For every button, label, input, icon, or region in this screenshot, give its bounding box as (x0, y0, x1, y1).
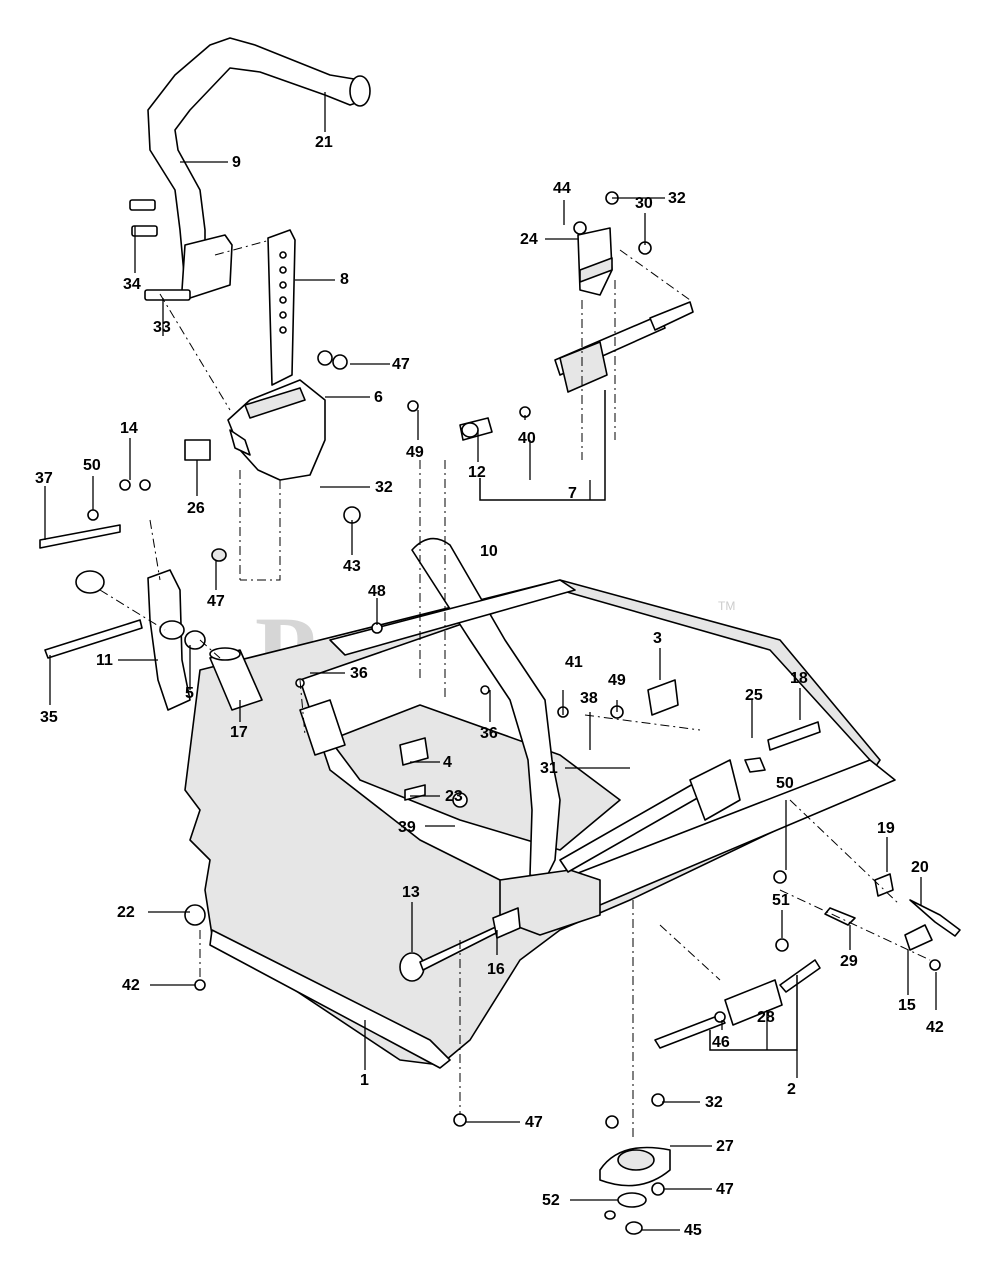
callout-10: 10 (480, 543, 498, 560)
callout-42-b: 42 (926, 1019, 944, 1036)
watermark-trademark: TM (718, 599, 735, 613)
callout-28: 28 (757, 1009, 775, 1026)
callout-38: 38 (580, 690, 598, 707)
callout-11: 11 (96, 652, 113, 669)
callout-25: 25 (745, 687, 763, 704)
callout-41: 41 (565, 654, 583, 671)
callout-18: 18 (790, 670, 808, 687)
callout-15: 15 (898, 997, 916, 1014)
sleeve (209, 647, 263, 711)
callout-47-d: 47 (716, 1181, 734, 1198)
pivot-bracket (227, 379, 326, 481)
callout-32-a: 32 (375, 479, 393, 496)
adjustment-strap (267, 229, 296, 386)
callout-2: 2 (787, 1081, 796, 1098)
callout-37: 37 (35, 470, 53, 487)
callout-13: 13 (402, 884, 420, 901)
knob-spring (399, 907, 521, 982)
callout-1: 1 (360, 1072, 369, 1089)
callout-33: 33 (153, 319, 171, 336)
callout-34: 34 (123, 276, 141, 293)
callout-47-c: 47 (525, 1114, 543, 1131)
callout-30: 30 (635, 195, 653, 212)
callout-47-a: 47 (392, 356, 410, 373)
callout-39: 39 (398, 819, 416, 836)
lower-damper (559, 759, 741, 873)
callout-42-a: 42 (122, 977, 140, 994)
callout-8: 8 (340, 271, 349, 288)
engine-mount (599, 1146, 671, 1235)
control-linkage (654, 959, 821, 1049)
callout-44: 44 (553, 180, 571, 197)
callout-23: 23 (445, 788, 463, 805)
callout-22: 22 (117, 904, 135, 921)
callout-49-b: 49 (608, 672, 626, 689)
callout-32-b: 32 (668, 190, 686, 207)
callout-19: 19 (877, 820, 895, 837)
spring-assembly (824, 873, 961, 951)
callout-49-a: 49 (406, 444, 424, 461)
main-frame (184, 537, 896, 1069)
callout-32-c: 32 (705, 1094, 723, 1111)
callout-45: 45 (684, 1222, 702, 1239)
callout-29: 29 (840, 953, 858, 970)
callout-5: 5 (185, 685, 194, 702)
callout-3: 3 (653, 630, 662, 647)
callout-43: 43 (343, 558, 361, 575)
callout-21: 21 (315, 134, 333, 151)
callout-50-b: 50 (776, 775, 794, 792)
callout-36-a: 36 (350, 665, 368, 682)
callout-26: 26 (187, 500, 205, 517)
steering-handle (147, 37, 371, 299)
damper-bracket (577, 227, 613, 296)
callout-14: 14 (120, 420, 138, 437)
callout-labels: 21 9 34 8 33 47 6 14 50 37 26 32 43 47 3… (35, 134, 944, 1239)
callout-6: 6 (374, 389, 383, 406)
callout-4: 4 (443, 754, 452, 771)
callout-24: 24 (520, 231, 538, 248)
callout-17: 17 (230, 724, 248, 741)
callout-46: 46 (712, 1034, 730, 1051)
callout-7: 7 (568, 485, 577, 502)
callout-9: 9 (232, 154, 241, 171)
lever-arm (75, 548, 227, 711)
callout-48: 48 (368, 583, 386, 600)
callout-50-a: 50 (83, 457, 101, 474)
callout-47-b: 47 (207, 593, 225, 610)
leader-lines (44, 92, 937, 1231)
callout-16: 16 (487, 961, 505, 978)
callout-12: 12 (468, 464, 486, 481)
callout-51: 51 (772, 892, 790, 909)
callout-20: 20 (911, 859, 929, 876)
callout-27: 27 (716, 1138, 734, 1155)
callout-40: 40 (518, 430, 536, 447)
damper-cylinder (459, 301, 694, 441)
callout-36-b: 36 (480, 725, 498, 742)
assembly-lines (99, 239, 931, 1140)
callout-31: 31 (540, 760, 558, 777)
callout-52: 52 (542, 1192, 560, 1209)
callout-35: 35 (40, 709, 58, 726)
